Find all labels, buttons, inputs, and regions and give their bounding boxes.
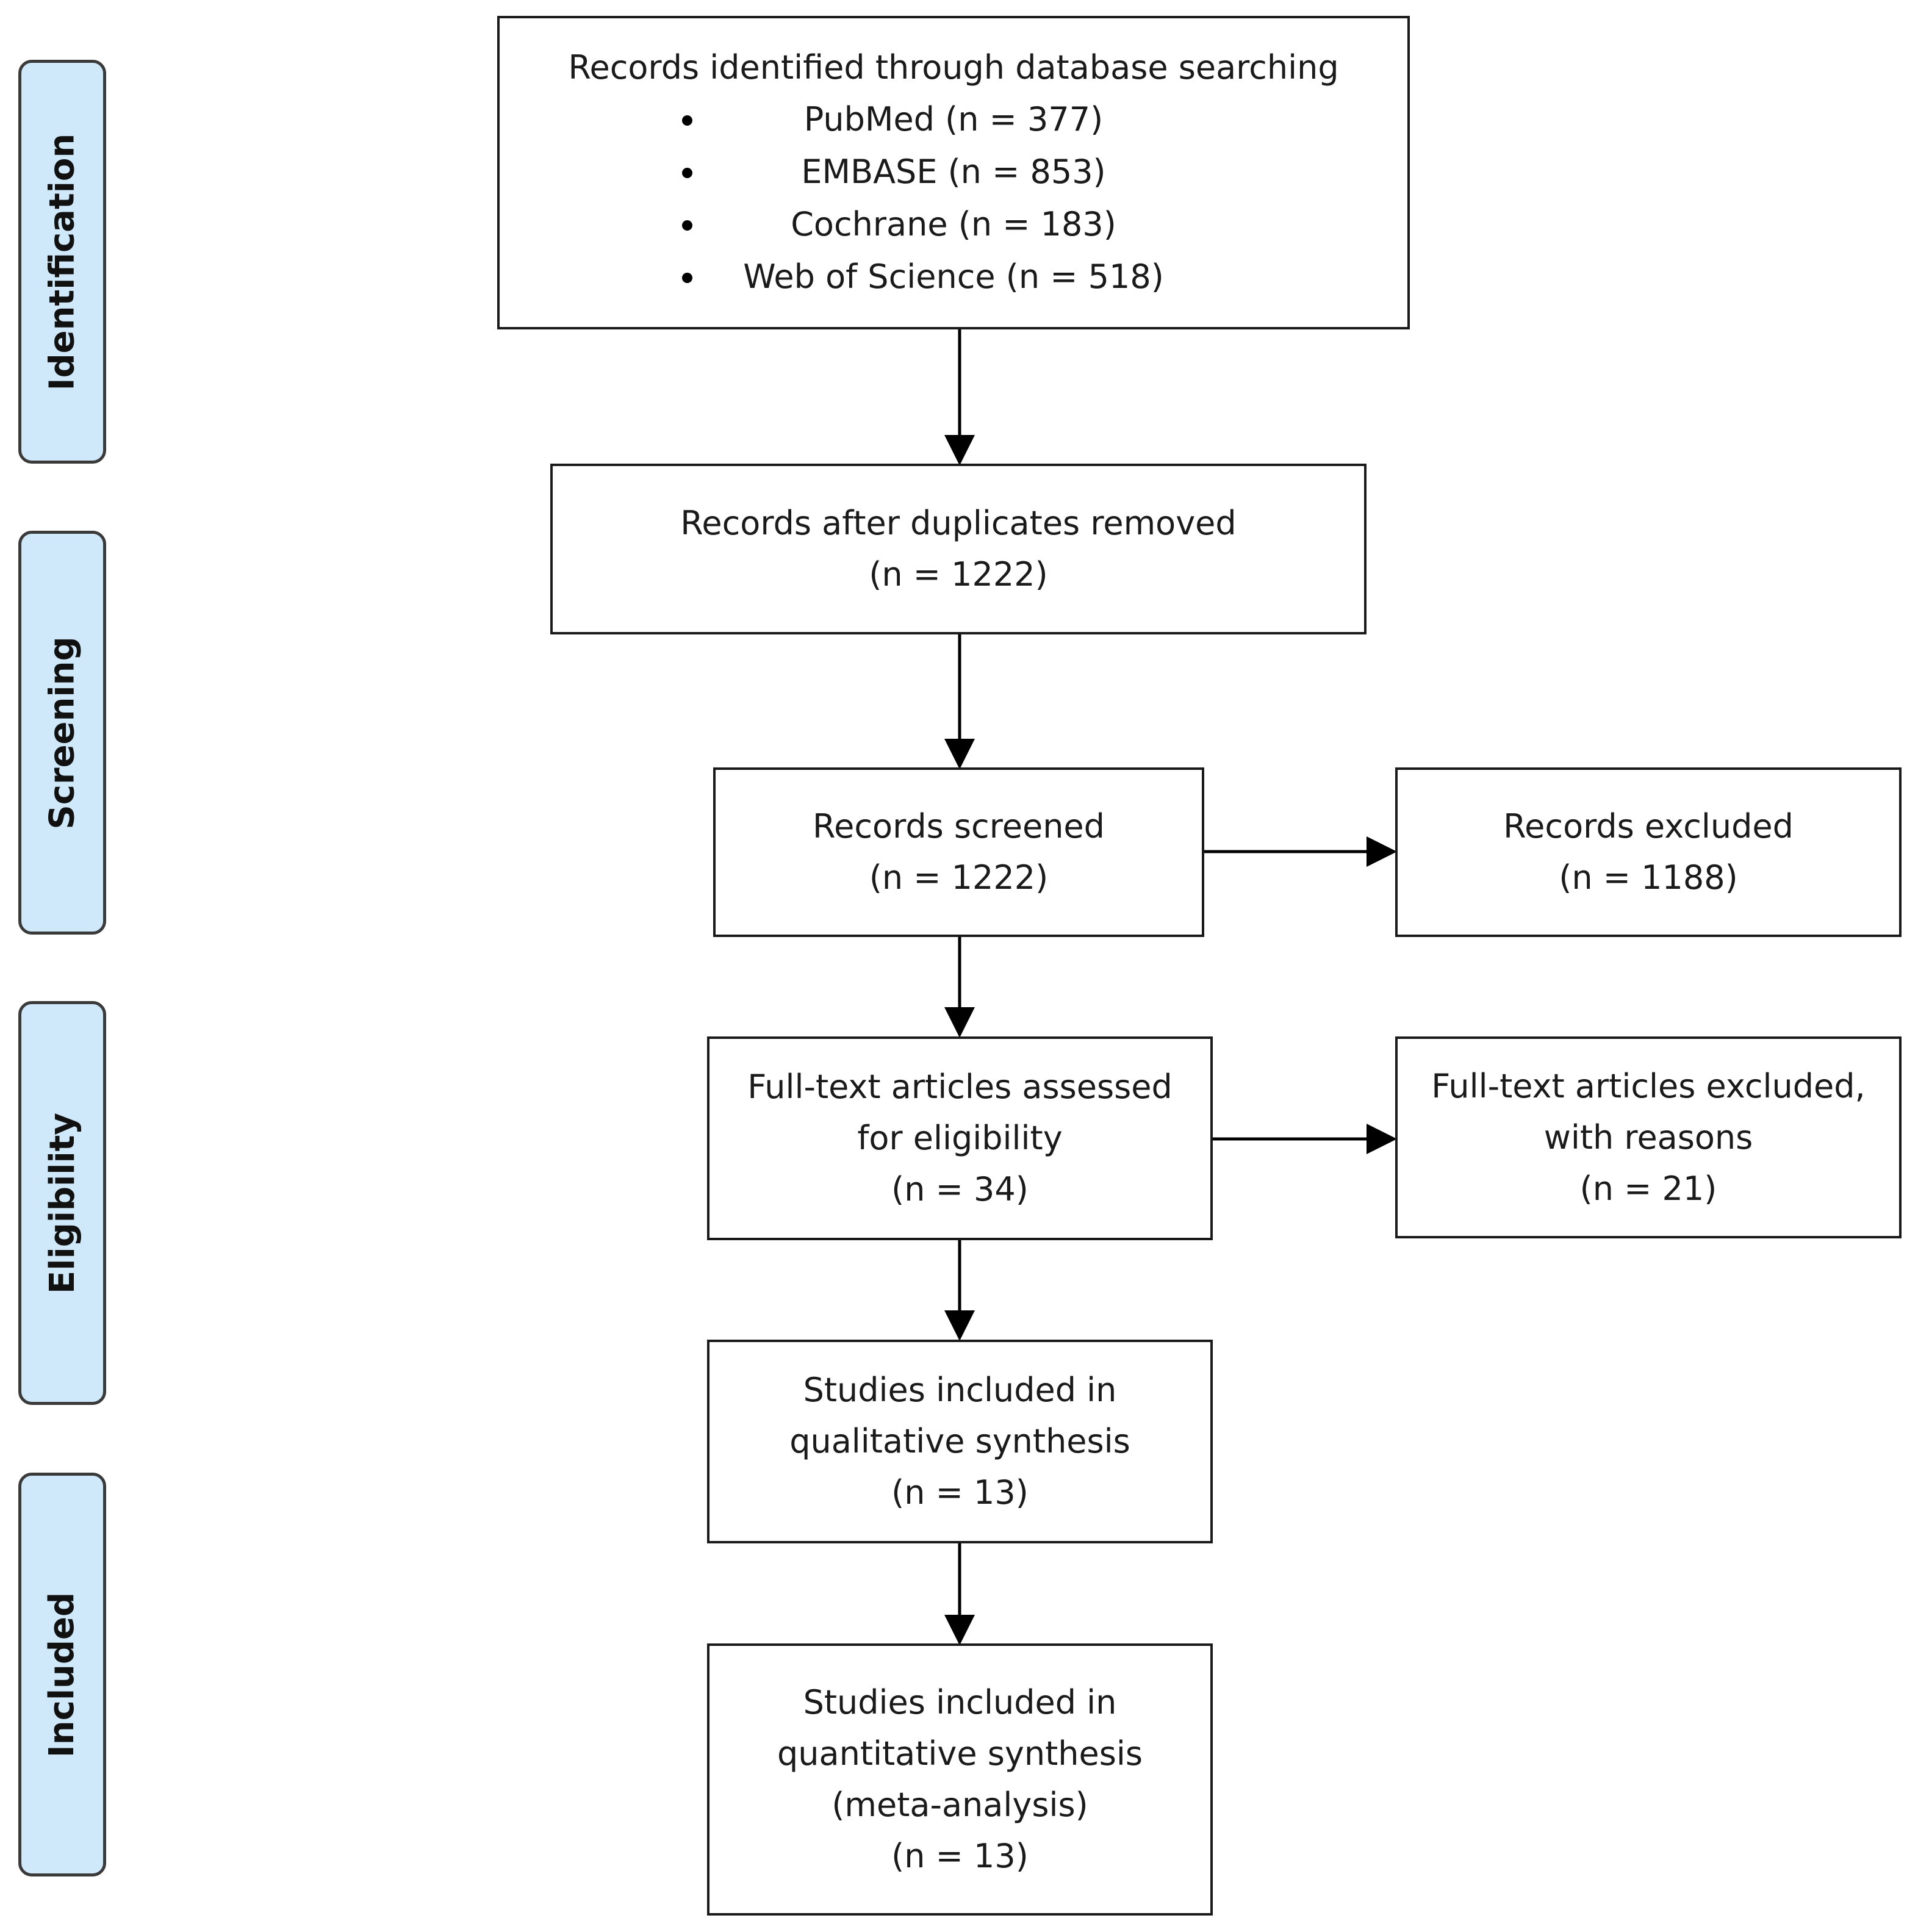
fulltext-excluded-label-1: Full-text articles excluded, (1431, 1066, 1866, 1105)
quantitative-label-2: quantitative synthesis (777, 1734, 1143, 1773)
qualitative-label-2: qualitative synthesis (789, 1422, 1130, 1460)
fulltext-excluded-label-2: with reasons (1543, 1118, 1753, 1157)
box-records-identified: Records identified through database sear… (497, 16, 1410, 329)
database-source-list: PubMed (n = 377) EMBASE (n = 853) Cochra… (682, 93, 1164, 303)
quantitative-label-3: (meta-analysis) (831, 1786, 1088, 1824)
box-records-screened: Records screened (n = 1222) (713, 767, 1204, 937)
records-identified-title: Records identified through database sear… (568, 48, 1339, 87)
phase-included: Included (18, 1473, 106, 1876)
phase-eligibility: Eligibility (18, 1001, 106, 1405)
box-qualitative-synthesis: Studies included in qualitative synthesi… (707, 1340, 1213, 1543)
screened-label: Records screened (813, 807, 1105, 846)
screened-count: (n = 1222) (869, 858, 1049, 897)
fulltext-label-1: Full-text articles assessed (747, 1068, 1173, 1106)
excluded-label: Records excluded (1503, 807, 1794, 846)
source-cochrane: Cochrane (n = 183) (682, 198, 1164, 251)
box-records-excluded: Records excluded (n = 1188) (1395, 767, 1902, 937)
quantitative-label-1: Studies included in (803, 1683, 1117, 1722)
deduplicated-count: (n = 1222) (869, 555, 1048, 594)
phase-screening: Screening (18, 531, 106, 935)
quantitative-count: (n = 13) (891, 1837, 1029, 1875)
excluded-count: (n = 1188) (1559, 858, 1738, 897)
fulltext-excluded-count: (n = 21) (1579, 1169, 1717, 1208)
qualitative-label-1: Studies included in (803, 1371, 1117, 1409)
box-fulltext-excluded: Full-text articles excluded, with reason… (1395, 1036, 1902, 1238)
source-web-of-science: Web of Science (n = 518) (682, 251, 1164, 303)
qualitative-count: (n = 13) (891, 1473, 1029, 1512)
box-quantitative-synthesis: Studies included in quantitative synthes… (707, 1643, 1213, 1916)
box-records-deduplicated: Records after duplicates removed (n = 12… (550, 464, 1367, 634)
box-fulltext-assessed: Full-text articles assessed for eligibil… (707, 1036, 1213, 1240)
source-embase: EMBASE (n = 853) (682, 146, 1164, 198)
source-pubmed: PubMed (n = 377) (682, 93, 1164, 146)
phase-identification: Identification (18, 60, 106, 464)
fulltext-label-2: for eligibility (857, 1119, 1063, 1157)
deduplicated-label: Records after duplicates removed (680, 504, 1237, 542)
fulltext-count: (n = 34) (891, 1170, 1029, 1208)
